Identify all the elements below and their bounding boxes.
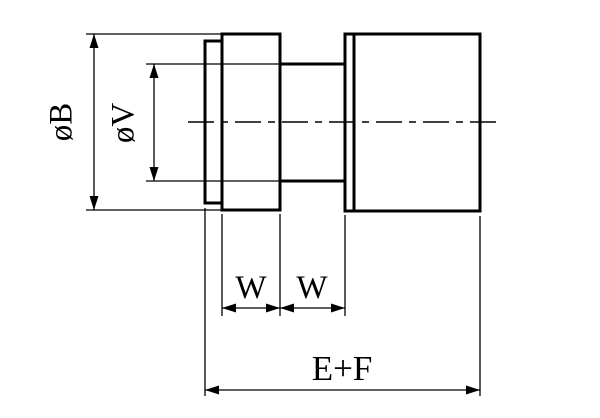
arrowhead: [331, 303, 345, 313]
dim-label-total-length: E+F: [312, 349, 373, 388]
dim-label-diameter-b: øB: [44, 103, 80, 142]
arrowhead: [205, 385, 219, 395]
dimension-total-length: E+F: [204, 208, 481, 396]
dim-label-width-neck: W: [296, 270, 328, 306]
dim-label-diameter-v: øV: [106, 103, 142, 144]
arrowhead: [466, 385, 480, 395]
dimension-diameter-v: øV: [106, 63, 284, 182]
arrowhead: [149, 167, 159, 181]
arrowhead: [149, 64, 159, 78]
dimension-widths: W W: [221, 214, 346, 316]
dim-label-width-front: W: [235, 270, 267, 306]
arrowhead: [89, 196, 99, 210]
arrowhead: [89, 34, 99, 48]
arrowhead: [266, 303, 280, 313]
dimension-diameter-b: øB: [44, 33, 222, 211]
arrowhead: [222, 303, 236, 313]
arrowhead: [280, 303, 294, 313]
